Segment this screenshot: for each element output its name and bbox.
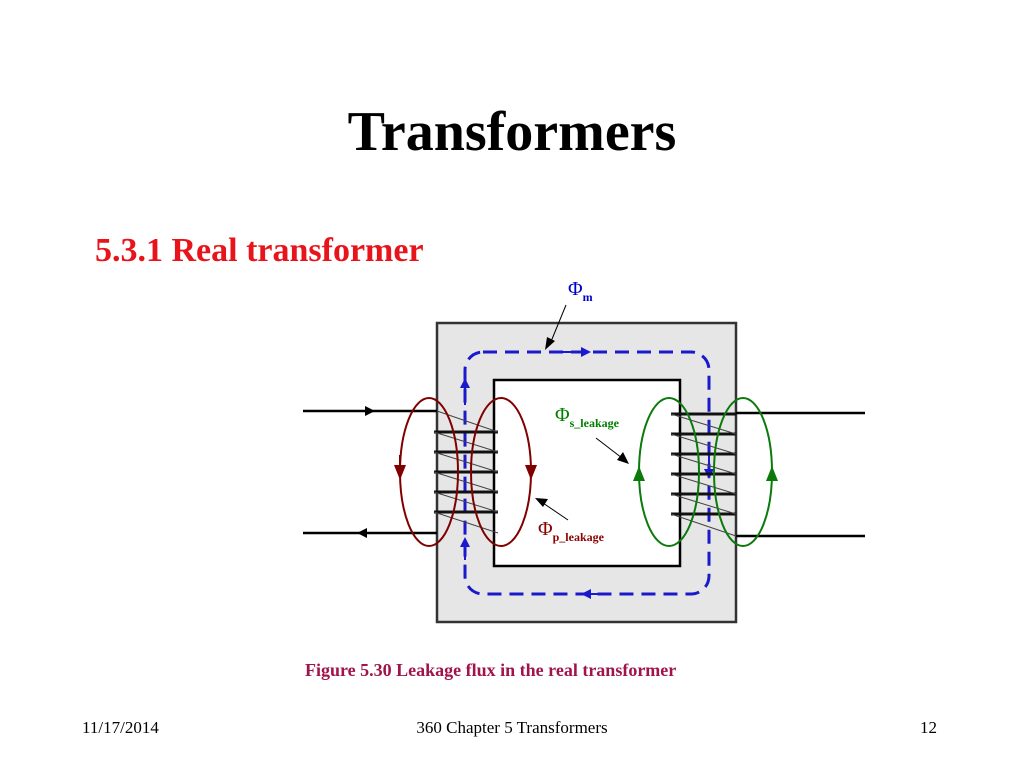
- slide-title: Transformers: [347, 101, 677, 163]
- footer-date: 11/17/2014: [82, 718, 159, 737]
- secondary-leads: [736, 411, 865, 538]
- primary-leakage-loops: [394, 397, 537, 547]
- primary-leakage-label: Φp_leakage: [538, 518, 605, 544]
- secondary-leakage-label: Φs_leakage: [555, 404, 620, 430]
- secondary-leakage-loops: [633, 397, 778, 547]
- figure-caption: Figure 5.30 Leakage flux in the real tra…: [305, 660, 677, 680]
- primary-winding: [433, 410, 499, 534]
- primary-leads: [303, 406, 437, 538]
- footer-title: 360 Chapter 5 Transformers: [416, 718, 608, 737]
- page-number: 12: [920, 718, 937, 737]
- main-flux-label: Φm: [568, 278, 593, 304]
- transformer-diagram: Φm Φs_leakage Φp_leakage: [303, 278, 865, 624]
- label-pointers: [535, 304, 629, 521]
- section-heading: 5.3.1 Real transformer: [95, 232, 424, 269]
